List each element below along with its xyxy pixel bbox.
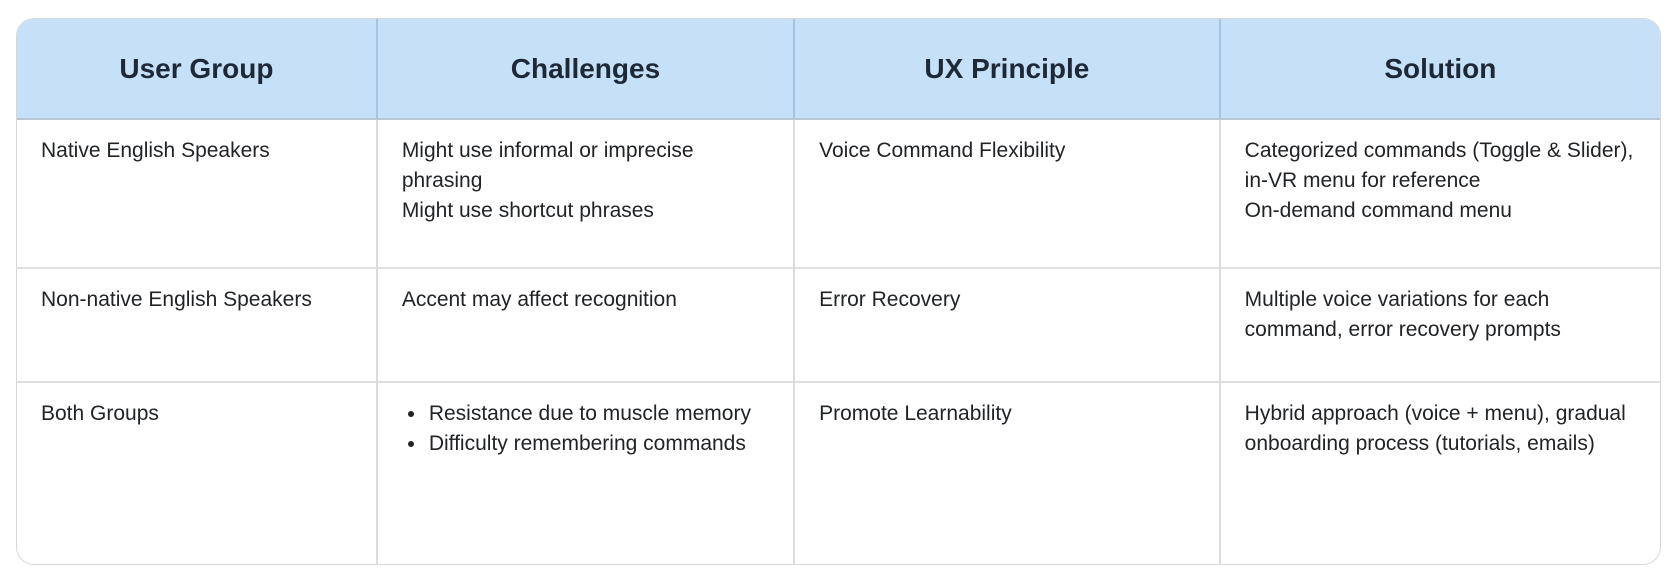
table-cell-user-group: Native English Speakers xyxy=(17,119,378,268)
table-cell-user-group: Non-native English Speakers xyxy=(17,267,378,382)
table-cell-ux-principle: Voice Command Flexibility xyxy=(794,119,1221,268)
bullet-item: Resistance due to muscle memory xyxy=(427,399,769,429)
ux-research-table-card: User Group Challenges UX Principle Solut… xyxy=(16,18,1661,565)
table-cell-solution: Hybrid approach (voice + menu), gradual … xyxy=(1219,381,1660,564)
cell-line: Categorized commands (Toggle & Slider), … xyxy=(1244,139,1634,192)
cell-line: Native English Speakers xyxy=(41,139,270,162)
table-row: Both Groups Resistance due to muscle memo… xyxy=(17,381,1660,564)
table-row: Native English Speakers Might use informa… xyxy=(17,119,1660,268)
column-header-user-group: User Group xyxy=(17,19,378,120)
ux-research-table: User Group Challenges UX Principle Solut… xyxy=(17,19,1660,564)
cell-line: Error Recovery xyxy=(819,288,961,311)
table-cell-solution: Multiple voice variations for each comma… xyxy=(1219,267,1660,382)
column-header-ux-principle: UX Principle xyxy=(794,19,1221,120)
cell-line: Hybrid approach (voice + menu), gradual … xyxy=(1244,402,1626,455)
table-cell-user-group: Both Groups xyxy=(17,381,378,564)
cell-line: Voice Command Flexibility xyxy=(819,139,1066,162)
table-body: Native English Speakers Might use informa… xyxy=(17,119,1660,564)
bullet-item: Difficulty remembering commands xyxy=(427,429,769,459)
cell-line: Might use informal or imprecise phrasing xyxy=(401,139,694,192)
cell-line: Accent may affect recognition xyxy=(401,288,677,311)
bullet-list: Resistance due to muscle memoryDifficult… xyxy=(402,399,769,459)
cell-line: Non-native English Speakers xyxy=(41,288,312,311)
table-cell-ux-principle: Promote Learnability xyxy=(794,381,1221,564)
table-row: Non-native English Speakers Accent may af… xyxy=(17,267,1660,382)
column-header-challenges: Challenges xyxy=(376,19,796,120)
table-cell-challenges: Might use informal or imprecise phrasing… xyxy=(376,119,796,268)
table-cell-solution: Categorized commands (Toggle & Slider), … xyxy=(1219,119,1660,268)
cell-line: Both Groups xyxy=(41,402,159,425)
cell-line: Promote Learnability xyxy=(819,402,1012,425)
column-header-solution: Solution xyxy=(1219,19,1660,120)
table-cell-ux-principle: Error Recovery xyxy=(794,267,1221,382)
cell-line: Might use shortcut phrases xyxy=(401,199,654,222)
cell-line: On-demand command menu xyxy=(1244,199,1512,222)
table-cell-challenges: Accent may affect recognition xyxy=(376,267,796,382)
cell-line: Multiple voice variations for each comma… xyxy=(1244,288,1561,341)
table-cell-challenges: Resistance due to muscle memoryDifficult… xyxy=(376,381,796,564)
header-row: User Group Challenges UX Principle Solut… xyxy=(17,19,1660,120)
